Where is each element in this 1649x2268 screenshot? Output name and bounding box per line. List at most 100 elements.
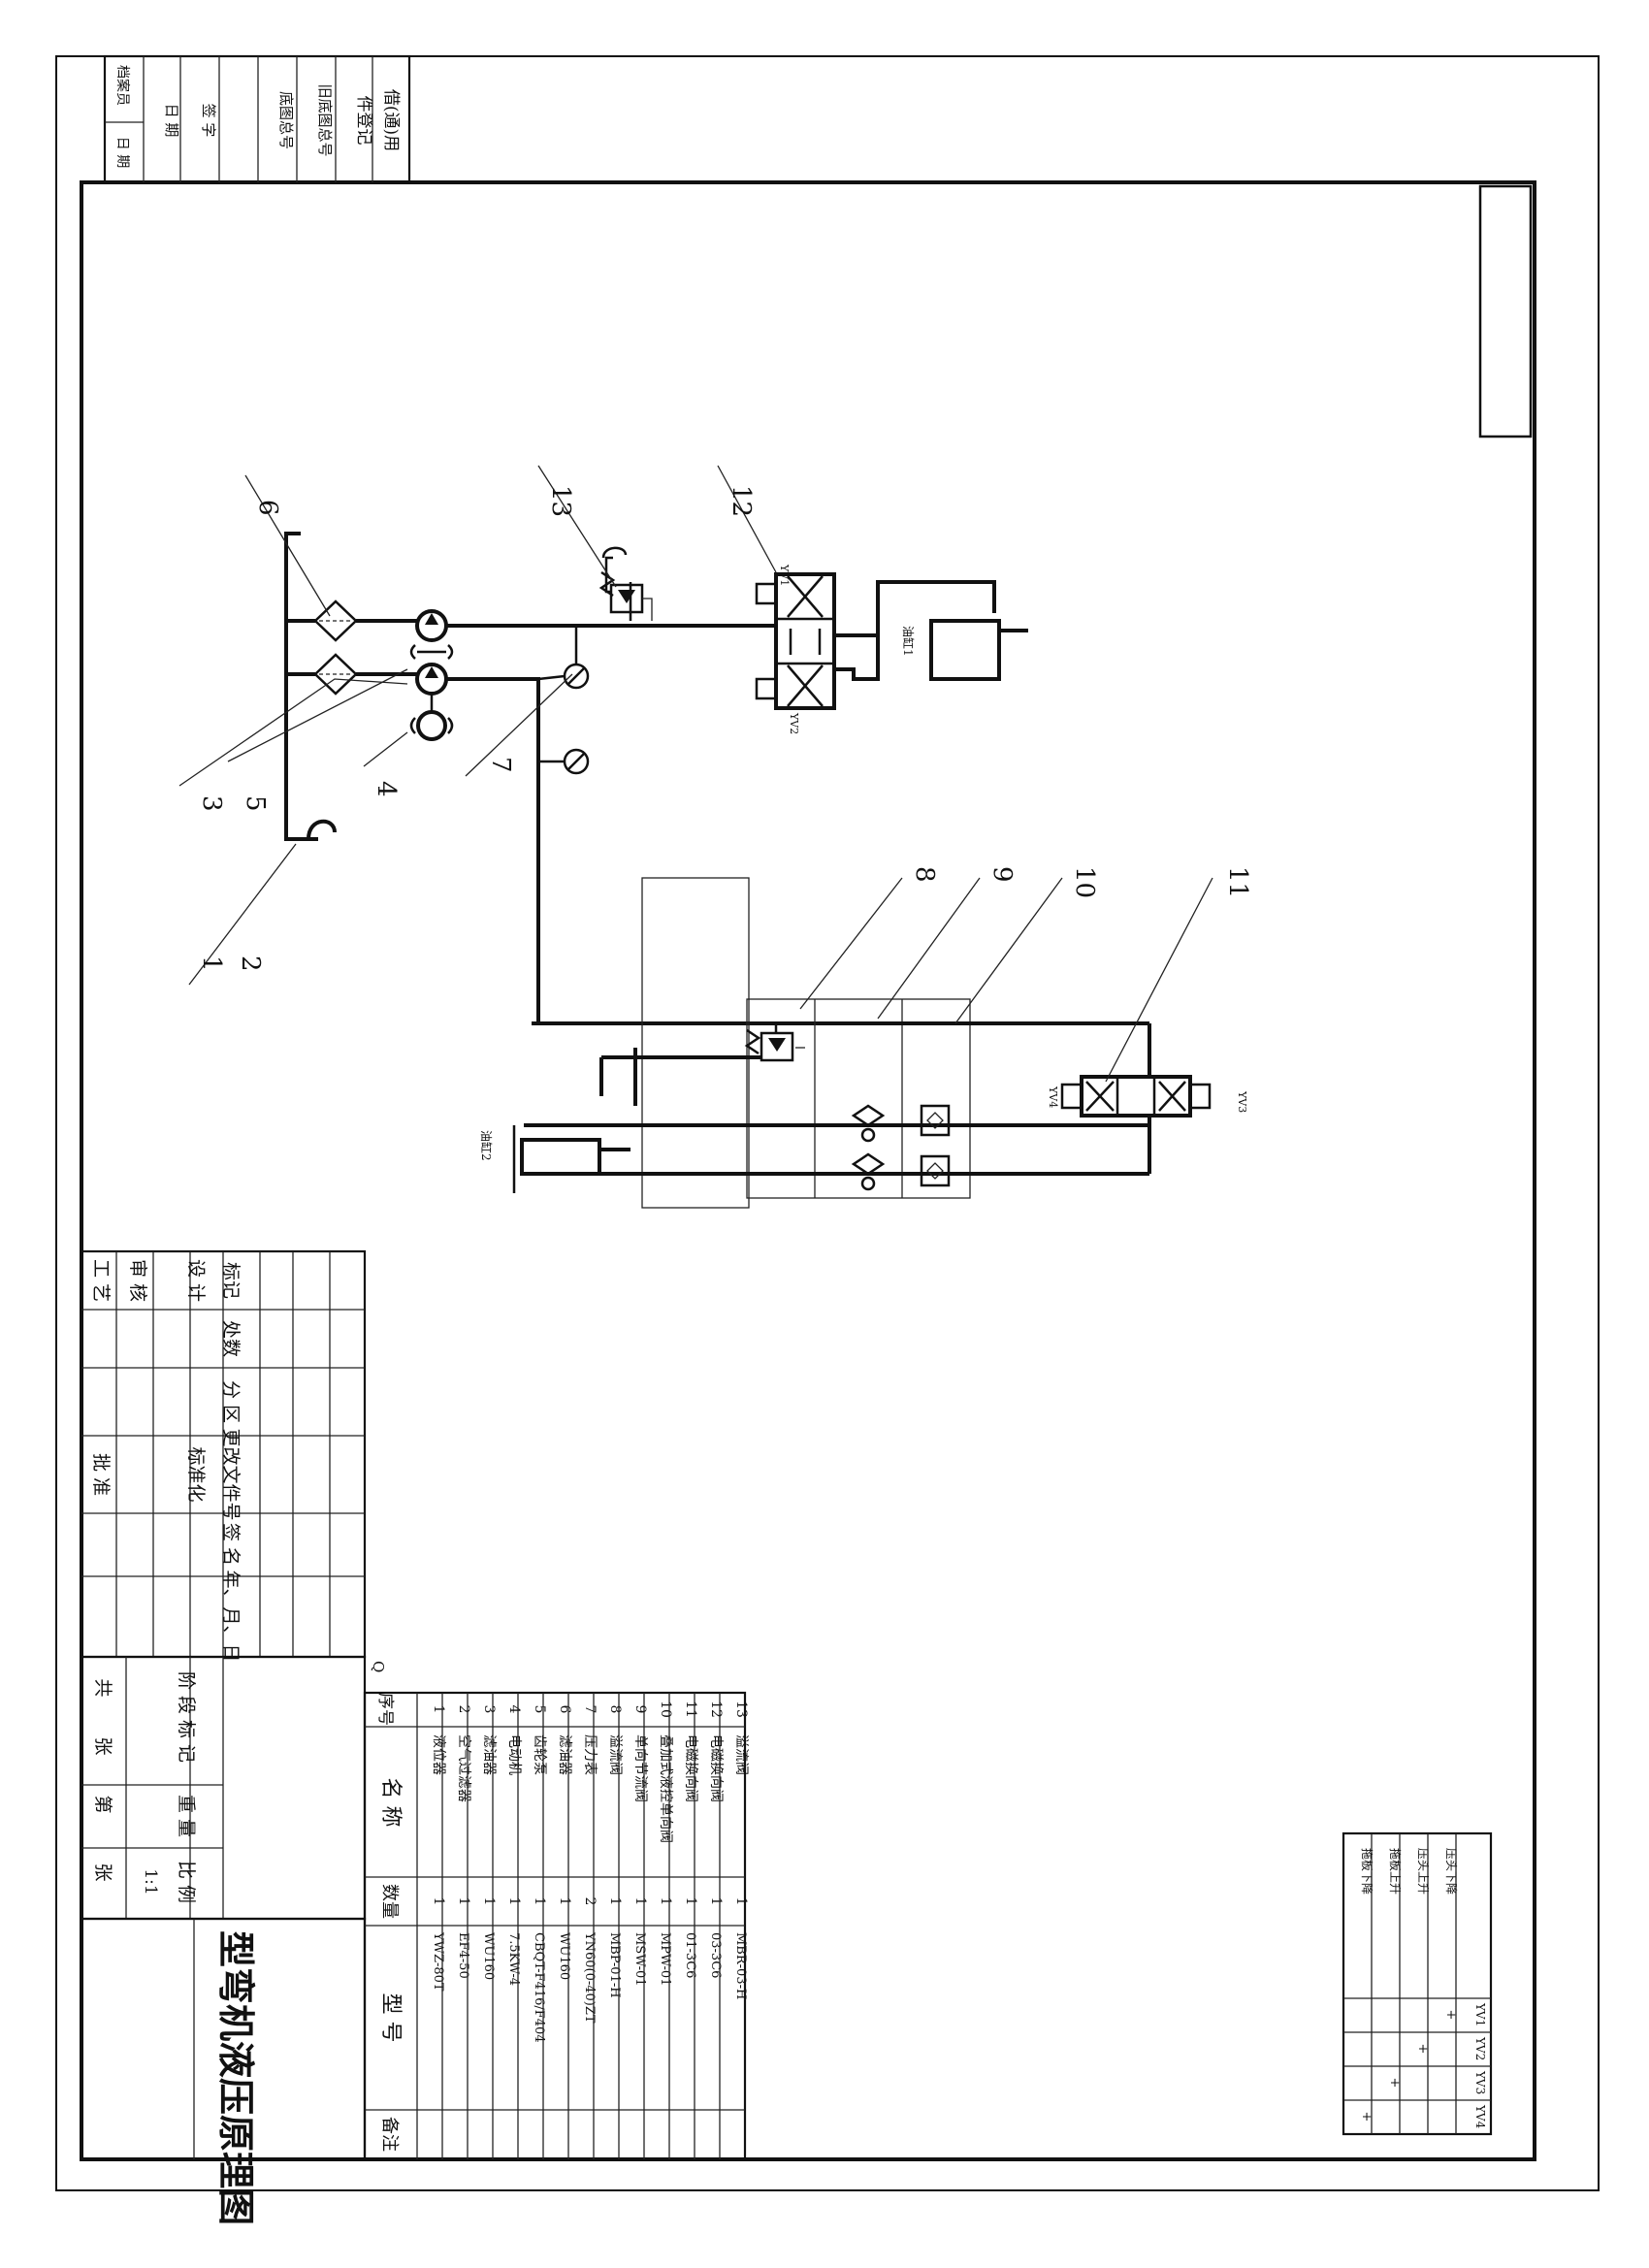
parts-row-model: EF4-50 bbox=[456, 1932, 470, 1979]
parts-row-qty: 1 bbox=[708, 1897, 724, 1906]
tb-row-design: 设 计 bbox=[185, 1259, 207, 1302]
tb-ratio: 比 例 bbox=[176, 1861, 197, 1903]
parts-row-no: 2 bbox=[456, 1705, 471, 1714]
parts-row-name: 液位器 bbox=[431, 1734, 446, 1775]
check-valves bbox=[851, 1104, 951, 1191]
parts-row-no: 8 bbox=[607, 1705, 623, 1714]
callout-5: 5 bbox=[241, 795, 270, 812]
tb-stage-mark: 阶 段 标 记 bbox=[176, 1671, 197, 1763]
parts-row-qty: 1 bbox=[557, 1897, 572, 1906]
parts-header-model: 型 号 bbox=[378, 1993, 403, 2043]
parts-row-no: 9 bbox=[632, 1705, 648, 1714]
inner-frame bbox=[80, 180, 1536, 2161]
parts-row-name: 电磁换向阀 bbox=[683, 1734, 699, 1802]
action-row-name: 拖板上升 bbox=[1388, 1848, 1402, 1895]
strip-label-7: 档案员 bbox=[114, 65, 131, 106]
parts-row-name: 齿轮泵 bbox=[532, 1734, 547, 1775]
parts-row-qty: 1 bbox=[733, 1897, 749, 1906]
parts-row-model: YWZ-80T bbox=[431, 1931, 445, 1992]
action-row-name: 拖板下降 bbox=[1360, 1848, 1374, 1895]
hydraulic-circuit: YV1 YV2 油缸1 油缸2 bbox=[284, 532, 1248, 1209]
solenoid-yv3-label: YV3 bbox=[1236, 1090, 1248, 1113]
action-mark: + bbox=[1443, 2010, 1458, 2021]
parts-row-model: 7.5KW-4 bbox=[506, 1932, 521, 1986]
parts-list: 序号 名 称 数量 型 号 备注 1液位器1YWZ-80T2空气过滤器1EF4-… bbox=[363, 1691, 749, 2161]
parts-row-name: 电磁换向阀 bbox=[708, 1734, 725, 1802]
parts-row-qty: 1 bbox=[431, 1897, 446, 1906]
parts-row-qty: 1 bbox=[632, 1897, 648, 1906]
strip-label-5: 签 字 bbox=[200, 104, 217, 138]
outer-frame bbox=[55, 55, 1600, 2191]
tb-sheets-unit: 张 bbox=[92, 1736, 113, 1755]
parts-row-name: 压力表 bbox=[582, 1734, 598, 1775]
parts-row-qty: 1 bbox=[481, 1897, 497, 1906]
parts-row-qty: 1 bbox=[658, 1897, 673, 1906]
tb-sheet-no: 第 bbox=[92, 1795, 113, 1813]
tb-header-count: 处数 bbox=[220, 1320, 242, 1357]
callout-11: 11 bbox=[1223, 866, 1252, 898]
callout-4: 4 bbox=[372, 781, 401, 797]
tb-sheets-total: 共 bbox=[92, 1678, 113, 1697]
tb-header-mark: 标记 bbox=[220, 1262, 242, 1299]
parts-row-no: 10 bbox=[658, 1701, 673, 1718]
tb-approve: 批 准 bbox=[90, 1453, 112, 1496]
parts-row-model: MPW-01 bbox=[658, 1932, 672, 1986]
parts-row-qty: 1 bbox=[607, 1897, 623, 1906]
cylinder-1 bbox=[929, 619, 1001, 681]
callout-12: 12 bbox=[727, 485, 756, 517]
parts-row-name: 溢流阀 bbox=[607, 1734, 623, 1775]
parts-header-name: 名 称 bbox=[378, 1778, 403, 1828]
parts-header-qty: 数量 bbox=[379, 1884, 400, 1919]
solenoid-yv1-label: YV1 bbox=[778, 564, 791, 586]
valve-11 bbox=[1080, 1075, 1192, 1118]
tb-standardization: 标准化 bbox=[185, 1446, 207, 1502]
drawing-title: 型弯机液压原理图 bbox=[214, 1930, 258, 2225]
parts-row-model: MBR-03-H bbox=[733, 1932, 748, 1999]
tb-sheet-unit: 张 bbox=[92, 1863, 113, 1881]
parts-row-no: 6 bbox=[557, 1705, 572, 1714]
side-strip: 借(通)用 件登记 旧底图总号 底图总号 签 字 日 期 档案员 日 期 bbox=[103, 54, 411, 184]
callout-3: 3 bbox=[197, 795, 226, 812]
callout-9: 9 bbox=[987, 866, 1017, 883]
callouts: 1 2 3 4 5 6 7 8 9 10 11 12 13 bbox=[197, 485, 1252, 972]
parts-row-model: WU160 bbox=[481, 1932, 496, 1980]
parts-row-model: MSW-01 bbox=[632, 1932, 647, 1987]
parts-row-no: 11 bbox=[683, 1701, 698, 1718]
tb-weight: 重 量 bbox=[176, 1795, 197, 1837]
parts-row-qty: 1 bbox=[532, 1897, 547, 1906]
tb-row-review: 审 核 bbox=[127, 1259, 148, 1302]
action-mark: + bbox=[1359, 2112, 1374, 2122]
callout-1: 1 bbox=[197, 956, 226, 972]
parts-row-no: 12 bbox=[708, 1701, 724, 1718]
parts-row-no: 13 bbox=[733, 1701, 749, 1718]
action-header-cell: YV1 bbox=[1473, 2002, 1487, 2026]
strip-label-6: 日 期 bbox=[163, 104, 180, 138]
parts-row-model: CBQT-F416/F404 bbox=[532, 1932, 546, 2043]
callout-10: 10 bbox=[1070, 866, 1099, 898]
parts-row-name: 叠加式液控单向阀 bbox=[658, 1734, 673, 1843]
strip-label-1: 借(通)用 bbox=[381, 89, 401, 151]
cylinder-2 bbox=[520, 1138, 601, 1176]
parts-row-model: 01-3C6 bbox=[683, 1932, 697, 1978]
valve-12 bbox=[774, 572, 836, 710]
page-mark: Q bbox=[370, 1661, 387, 1672]
parts-rows: 1液位器1YWZ-80T2空气过滤器1EF4-503滤油器1WU1604电动机1… bbox=[431, 1693, 749, 2159]
callout-2: 2 bbox=[236, 956, 265, 972]
solenoid-yv2-label: YV2 bbox=[788, 712, 800, 734]
action-row-name: 压头下降 bbox=[1444, 1848, 1458, 1895]
parts-row-no: 4 bbox=[506, 1705, 522, 1714]
leader-lines bbox=[178, 465, 1213, 1083]
corner-box bbox=[1478, 184, 1533, 438]
parts-row-qty: 1 bbox=[456, 1897, 471, 1906]
parts-row-qty: 1 bbox=[506, 1897, 522, 1906]
parts-row-model: 03-3C6 bbox=[708, 1932, 723, 1978]
strip-label-8: 日 期 bbox=[114, 137, 130, 168]
callout-6: 6 bbox=[253, 500, 282, 516]
strip-label-4: 底图总号 bbox=[277, 91, 295, 149]
parts-row-qty: 1 bbox=[683, 1897, 698, 1906]
parts-row-name: 溢流阀 bbox=[733, 1734, 749, 1775]
action-mark: + bbox=[1415, 2044, 1430, 2055]
parts-row-name: 滤油器 bbox=[557, 1734, 572, 1775]
callout-13: 13 bbox=[546, 485, 575, 517]
parts-row-no: 1 bbox=[431, 1705, 446, 1714]
